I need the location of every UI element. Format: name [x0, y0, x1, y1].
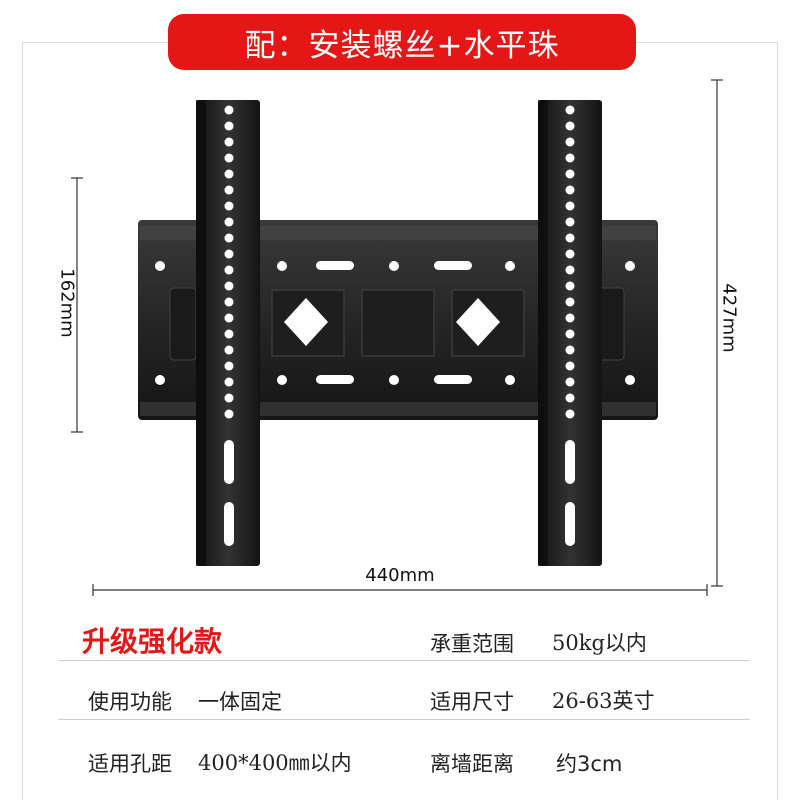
spec-title: 升级强化款 [82, 625, 223, 658]
spec-divider [58, 660, 750, 661]
height-dimension-right: 427mm [718, 283, 740, 353]
spec-value-hole-spacing: 400*400㎜以内 [198, 751, 352, 775]
product-frame [22, 42, 778, 800]
dimension-line-bottom [92, 584, 708, 596]
spec-value-wall-distance: 约3cm [556, 752, 623, 776]
spec-label-size: 适用尺寸 [430, 690, 514, 714]
spec-value-size: 26-63英寸 [552, 689, 655, 713]
spec-label-wall-distance: 离墙距离 [430, 752, 514, 776]
dimension-line-left [71, 177, 83, 433]
right-vertical-arm [538, 100, 602, 566]
spec-value-load: 50kg以内 [552, 631, 647, 655]
width-dimension: 440mm [365, 565, 435, 586]
spec-value-function: 一体固定 [198, 690, 282, 714]
spec-label-hole-spacing: 适用孔距 [88, 752, 172, 776]
left-vertical-arm [196, 100, 260, 566]
spec-label-function: 使用功能 [88, 690, 172, 714]
spec-label-load: 承重范围 [430, 632, 514, 656]
spec-divider [58, 719, 750, 720]
dimension-line-right [711, 79, 723, 587]
height-dimension-left: 162mm [56, 268, 78, 338]
accessory-banner: 配：安装螺丝+水平珠 [168, 14, 636, 70]
banner-text: 配：安装螺丝+水平珠 [244, 27, 560, 64]
wall-plate [138, 220, 658, 420]
